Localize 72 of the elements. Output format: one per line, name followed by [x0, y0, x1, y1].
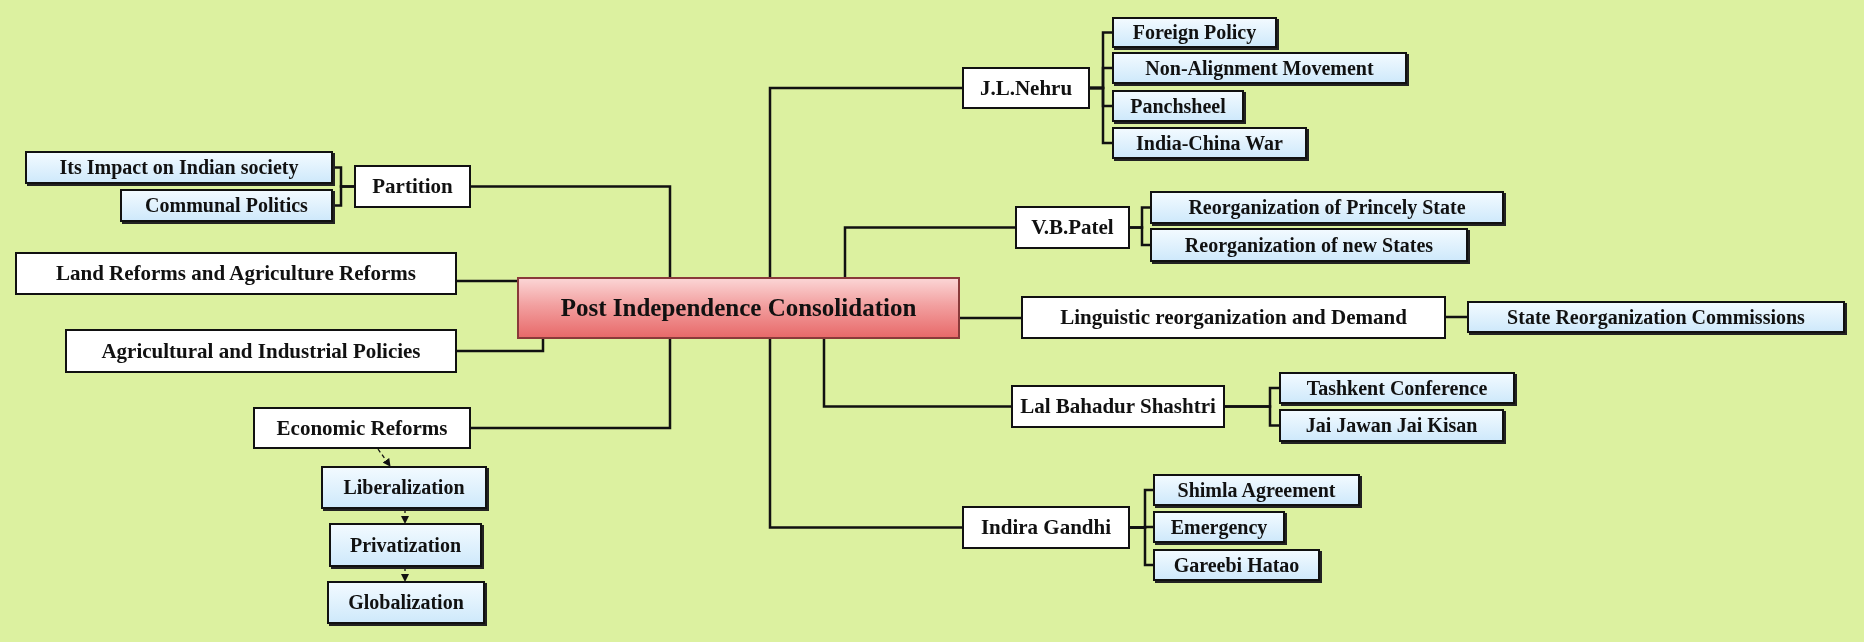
subtopic-box [1112, 90, 1244, 122]
topic-text: Shimla Agreement [1177, 478, 1336, 502]
topic-box [962, 67, 1090, 109]
connector-line [1130, 526, 1153, 567]
dashed-arrow [377, 448, 391, 467]
topic-text: State Reorganization Commissions [1507, 305, 1805, 329]
topic-text: Agricultural and Industrial Policies [101, 338, 421, 364]
topic-text: Emergency [1170, 515, 1268, 539]
topic-text: Linguistic reorganization and Demand [1060, 305, 1407, 330]
topic-text: Post Independence Consolidation [560, 294, 917, 322]
topic-text: Land Reforms and Agriculture Reforms [55, 261, 417, 286]
topic-box [962, 506, 1130, 549]
subtopic-box [1153, 474, 1360, 506]
topic-text: Globalization [348, 591, 464, 614]
connector-line [471, 185, 672, 277]
subtopic-box [1112, 17, 1277, 48]
topic-text: Tashkent Conference [1306, 376, 1488, 400]
topic-text: Privatization [349, 533, 462, 557]
subtopic-box [1150, 228, 1468, 262]
topic-text: Reorganization of Princely State [1188, 196, 1466, 219]
subtopic-box [1112, 127, 1307, 159]
topic-box [253, 407, 471, 449]
topic-box [1011, 385, 1225, 428]
subtopic-box [1279, 409, 1504, 442]
topic-text: Economic Reforms [276, 415, 448, 441]
topic-text: India-China War [1136, 131, 1283, 155]
topic-text: Communal Politics [145, 194, 308, 217]
subtopic-box [1150, 191, 1504, 224]
subtopic-box [1279, 372, 1515, 404]
topic-text: V.B.Patel [1031, 215, 1114, 240]
topic-text: Foreign Policy [1132, 21, 1257, 44]
dashed-arrow [401, 566, 409, 582]
topic-box [354, 165, 471, 208]
connector-line [1090, 86, 1112, 145]
topic-text: Panchsheel [1130, 94, 1226, 118]
connector-line [333, 185, 354, 207]
dashed-arrow [401, 508, 409, 524]
connector-line [1446, 315, 1467, 319]
connector-line [457, 279, 517, 283]
connector-line [457, 339, 545, 353]
connector-line [768, 86, 962, 277]
subtopic-box [329, 523, 482, 567]
topic-text: Jai Jawan Jai Kisan [1305, 414, 1478, 437]
connector-line [768, 339, 962, 529]
subtopic-box [1153, 549, 1320, 581]
topic-text: Indira Gandhi [980, 515, 1112, 540]
subtopic-box [120, 189, 333, 222]
subtopic-box [1153, 511, 1285, 543]
connector-line [960, 316, 1021, 320]
topic-box [65, 329, 457, 373]
subtopic-box [1467, 301, 1845, 333]
subtopic-box [327, 581, 485, 624]
connector-line [843, 226, 1015, 277]
topic-text: Reorganization of new States [1184, 233, 1434, 257]
topic-box [1015, 206, 1130, 249]
connector-line [822, 339, 1011, 408]
topic-text: Partition [372, 174, 453, 199]
subtopic-box [321, 466, 487, 509]
topic-box [15, 252, 457, 295]
topic-text: Lal Bahadur Shashtri [1020, 394, 1216, 419]
subtopic-box [1112, 52, 1407, 84]
topic-text: Gareebi Hatao [1173, 553, 1300, 577]
topic-box [1021, 296, 1446, 339]
connector-line [471, 339, 672, 430]
topic-text: Liberalization [343, 476, 465, 499]
central-topic-box [517, 277, 960, 339]
topic-text: J.L.Nehru [979, 75, 1073, 101]
connector-line [1130, 226, 1150, 247]
subtopic-box [25, 151, 333, 184]
topic-text: Non-Alignment Movement [1145, 56, 1374, 80]
topic-text: Its Impact on Indian society [59, 156, 299, 179]
connector-line [1225, 405, 1279, 427]
